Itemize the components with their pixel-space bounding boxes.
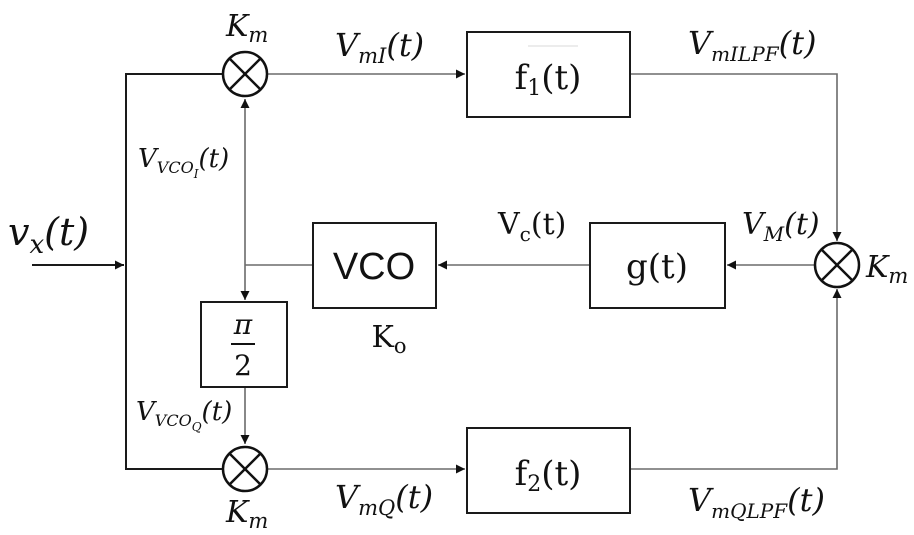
vco-gain-sub: o [394, 334, 407, 358]
f1-tail: (t) [541, 58, 581, 98]
block-loop-filter-g: g(t) [589, 222, 726, 309]
phase-denominator: 2 [234, 349, 252, 382]
vmilpf-main: V [688, 24, 714, 62]
vvcoi-main: V [138, 144, 159, 174]
block-vco: VCO [312, 222, 437, 309]
svg-text:VmILPF(t): VmILPF(t) [688, 24, 816, 66]
input-split-wire [125, 73, 222, 470]
svg-text:VVCOQ(t): VVCOQ(t) [136, 397, 232, 434]
vc-main: V [497, 207, 521, 242]
mixer-top [221, 50, 269, 98]
svg-text:Km: Km [225, 9, 268, 47]
mixer-bottom-gain-main: K [225, 495, 250, 530]
vmqlpf-wire [630, 289, 842, 470]
f2-tail: (t) [541, 454, 581, 494]
svg-text:VM(t): VM(t) [742, 207, 820, 246]
vco-label: VCO [333, 246, 415, 288]
input-label-tail: (t) [44, 210, 89, 254]
vco-gain-main: K [371, 320, 394, 355]
input-label-main: v [8, 210, 30, 254]
vvcoq-main: V [136, 397, 157, 427]
mixer-bottom [221, 445, 269, 493]
vmqlpf-sub: mQLPF [711, 499, 788, 523]
mixer-top-gain-main: K [225, 9, 250, 44]
vm-tail: (t) [784, 207, 819, 242]
vmi-sub: mI [358, 44, 387, 68]
vvcoi-sub: VCO [157, 158, 194, 177]
svg-text:f2(t): f2(t) [515, 454, 582, 497]
f1-sub: 1 [527, 76, 541, 101]
mixer-bottom-gain-sub: m [248, 509, 268, 533]
svg-text:VmQLPF(t): VmQLPF(t) [688, 481, 825, 523]
vvcoi-subsub: I [193, 167, 199, 181]
f2-main: f [515, 454, 530, 494]
svg-text:vx(t): vx(t) [8, 210, 89, 260]
vvcoq-tail: (t) [202, 397, 233, 427]
vc-tail: (t) [531, 207, 566, 242]
vm-main: V [742, 207, 767, 242]
vvcoi-tail: (t) [198, 144, 229, 174]
svg-text:f1(t): f1(t) [515, 58, 582, 101]
vmq-main: V [335, 478, 361, 516]
block-f1: f1(t) [466, 31, 631, 118]
block-phase-shift: π 2 [200, 301, 288, 388]
svg-text:Km: Km [225, 495, 268, 533]
phase-numerator: π [233, 308, 253, 341]
vmq-sub: mQ [358, 496, 395, 520]
svg-text:VmQ(t): VmQ(t) [335, 478, 433, 520]
f2-sub: 2 [527, 472, 541, 497]
svg-text:Vc(t): Vc(t) [497, 207, 566, 246]
mixer-top-gain-sub: m [248, 23, 268, 47]
vmilpf-sub: mILPF [711, 42, 780, 66]
vvcoq-sub: VCO [155, 411, 192, 430]
vc-sub: c [520, 222, 531, 246]
vmi-main: V [335, 26, 361, 64]
vmqlpf-tail: (t) [787, 481, 825, 519]
vmilpf-tail: (t) [779, 24, 817, 62]
g-label: g(t) [626, 247, 688, 287]
svg-text:VVCOI(t): VVCOI(t) [138, 144, 229, 181]
mixer-right-gain-main: K [865, 250, 890, 285]
svg-text:Ko: Ko [371, 320, 406, 358]
svg-text:Km: Km [865, 250, 908, 288]
svg-text:VmI(t): VmI(t) [335, 26, 424, 68]
mixer-right [813, 241, 861, 289]
block-f2: f2(t) [466, 427, 631, 514]
mixer-right-gain-sub: m [888, 264, 908, 288]
input-label-sub: x [29, 230, 44, 260]
vvcoq-subsub: Q [192, 420, 202, 434]
vmq-tail: (t) [395, 478, 433, 516]
vmi-tail: (t) [386, 26, 424, 64]
vmilpf-wire [630, 73, 842, 241]
f1-main: f [515, 58, 530, 98]
vmqlpf-main: V [688, 481, 714, 519]
vm-sub: M [763, 222, 785, 246]
